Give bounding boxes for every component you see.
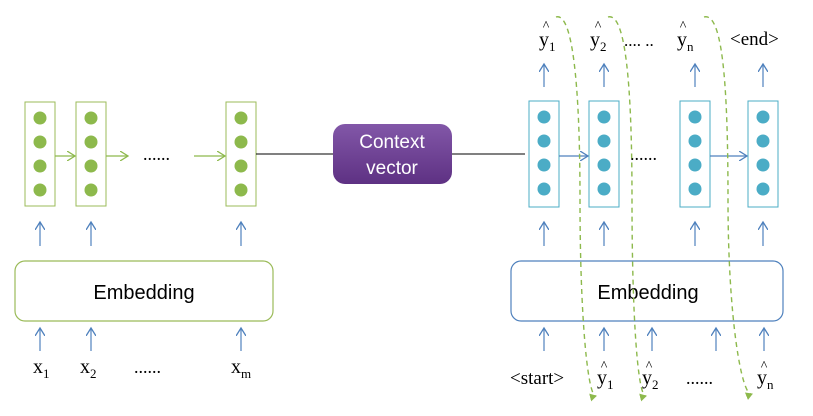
context-vector-line1: Context (359, 132, 425, 153)
decoder-input-y2-hat: ^ y2 (642, 359, 659, 392)
decoder-output-ellipsis: .... .. (624, 31, 654, 50)
encoder-input-xm: xm (231, 356, 251, 381)
context-vector-line2: vector (366, 158, 418, 179)
decoder-output-y2-hat: ^ y2 (590, 19, 607, 54)
decoder-input-start: <start> (510, 368, 564, 389)
decoder-input-ellipsis: ...... (686, 368, 713, 388)
encoder-cell (24, 101, 56, 207)
encoder-cell (75, 101, 107, 207)
token-base: y (677, 29, 687, 51)
token-sub: n (767, 377, 774, 392)
encoder: ...... Embedding x1 x2 ...... xm (14, 101, 274, 381)
decoder-embedding-label: Embedding (597, 282, 698, 304)
decoder-cell (747, 100, 779, 208)
token-sub: 2 (600, 39, 607, 54)
hat-mark: ^ (761, 359, 768, 374)
hat-mark: ^ (601, 359, 608, 374)
decoder-cell (679, 100, 711, 208)
token: y2 (590, 29, 607, 54)
token-sub: 2 (652, 377, 659, 392)
token-base: x (231, 356, 241, 378)
token-sub: 1 (549, 39, 556, 54)
decoder-input-yn-hat: ^ yn (757, 359, 774, 392)
hat-mark: ^ (646, 359, 653, 374)
hat-mark: ^ (680, 19, 687, 34)
encoder-embedding-label: Embedding (93, 282, 194, 304)
decoder-output-y1-hat: ^ y1 (539, 19, 556, 54)
token-base: y (590, 29, 600, 51)
token: y2 (642, 367, 659, 392)
decoder-output-yn-hat: ^ yn (677, 19, 694, 54)
feedback-loop-yn (703, 16, 753, 400)
decoder-cell (528, 100, 560, 208)
decoder-input-y1-hat: ^ y1 (597, 359, 614, 392)
token-base: y (757, 367, 767, 389)
token-sub: 1 (607, 377, 614, 392)
feedback-loop-y2 (607, 16, 647, 402)
token-base: x (33, 356, 43, 378)
decoder-ellipsis: ...... (630, 144, 657, 164)
encoder-input-ellipsis: ...... (134, 357, 161, 377)
decoder-embedding-box (510, 260, 784, 322)
hat-mark: ^ (595, 19, 602, 34)
encoder-embedding-box (14, 260, 274, 322)
encoder-ellipsis: ...... (143, 144, 170, 164)
decoder-output-end: <end> (730, 29, 779, 50)
token-base: y (539, 29, 549, 51)
token-base: y (642, 367, 652, 389)
token-sub: m (241, 366, 251, 381)
hat-mark: ^ (543, 19, 550, 34)
encoder-input-x1: x1 (33, 356, 50, 381)
encoder-cell (225, 101, 257, 207)
decoder: ...... Embedding ^ y1 ^ y2 .... .. ^ (510, 16, 784, 402)
token-base: y (597, 367, 607, 389)
token-sub: 2 (90, 366, 97, 381)
token-sub: 1 (43, 366, 50, 381)
token-sub: n (687, 39, 694, 54)
token: yn (677, 29, 694, 54)
token: yn (757, 367, 774, 392)
encoder-input-x2: x2 (80, 356, 97, 381)
token: y1 (539, 29, 556, 54)
context-vector: Context vector (333, 124, 452, 184)
decoder-cell (588, 100, 620, 208)
token-base: x (80, 356, 90, 378)
token: y1 (597, 367, 614, 392)
feedback-loop-y1 (555, 16, 597, 402)
